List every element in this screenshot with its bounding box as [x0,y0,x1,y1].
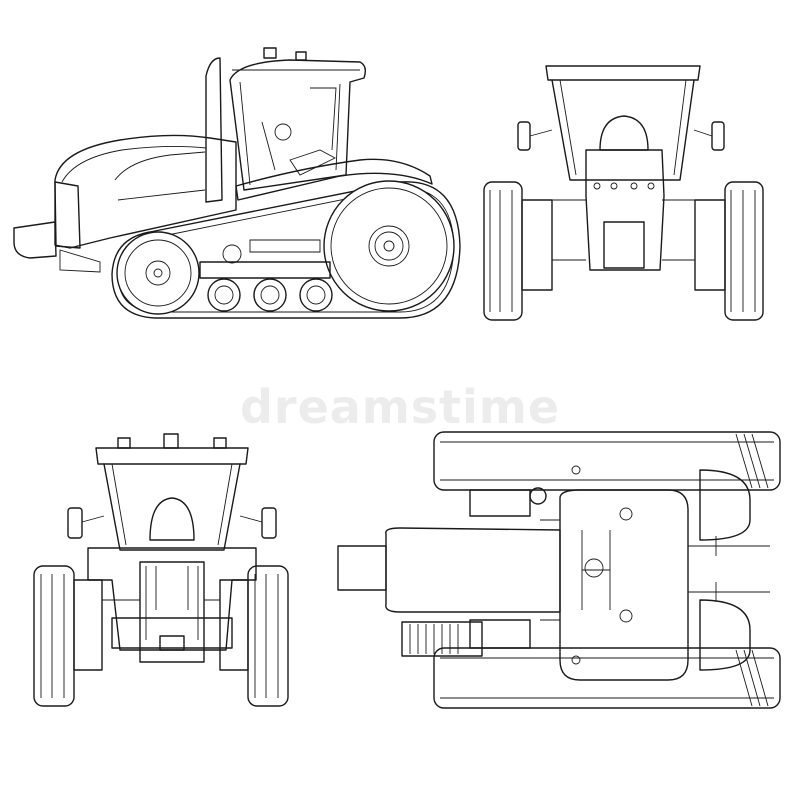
side-front-idler [116,231,200,315]
top-lower-track [433,647,781,709]
top-hood [385,527,561,613]
front-cab-roof [95,447,249,465]
side-bogie-wheel-3 [299,278,333,312]
rear-left-mirror [517,121,531,151]
top-view-tractor [337,431,781,709]
top-rear-stack [401,621,483,657]
side-bogie-wheel-2 [253,278,287,312]
front-left-mirror [67,507,83,539]
top-front-weight [337,545,387,591]
front-view-tractor [33,433,289,707]
rear-view-tractor [483,65,764,321]
rear-right-mirror [711,121,725,151]
side-hood [54,134,237,249]
side-bogie-wheel-1 [207,278,241,312]
watermark-text: dreamstime [239,380,561,434]
side-view-tractor [13,47,461,319]
front-seat [149,497,195,541]
front-hood [87,547,257,651]
rear-cab [551,79,695,181]
side-front-grille [54,181,81,249]
side-exhaust-stack [205,57,223,203]
front-right-track [247,565,289,707]
front-cab [103,463,241,551]
side-cab [229,59,367,191]
front-right-mirror [261,507,277,539]
side-track [111,181,461,319]
top-upper-track [433,431,781,491]
rear-seat [599,115,649,151]
side-drive-wheel [323,180,455,312]
rear-body [585,149,665,271]
top-cab-roof [559,489,689,681]
rear-cab-roof [545,65,701,81]
front-left-track [33,565,75,707]
side-rear-fender [235,158,433,201]
front-weight-block [111,617,233,649]
side-front-weight [13,221,57,259]
